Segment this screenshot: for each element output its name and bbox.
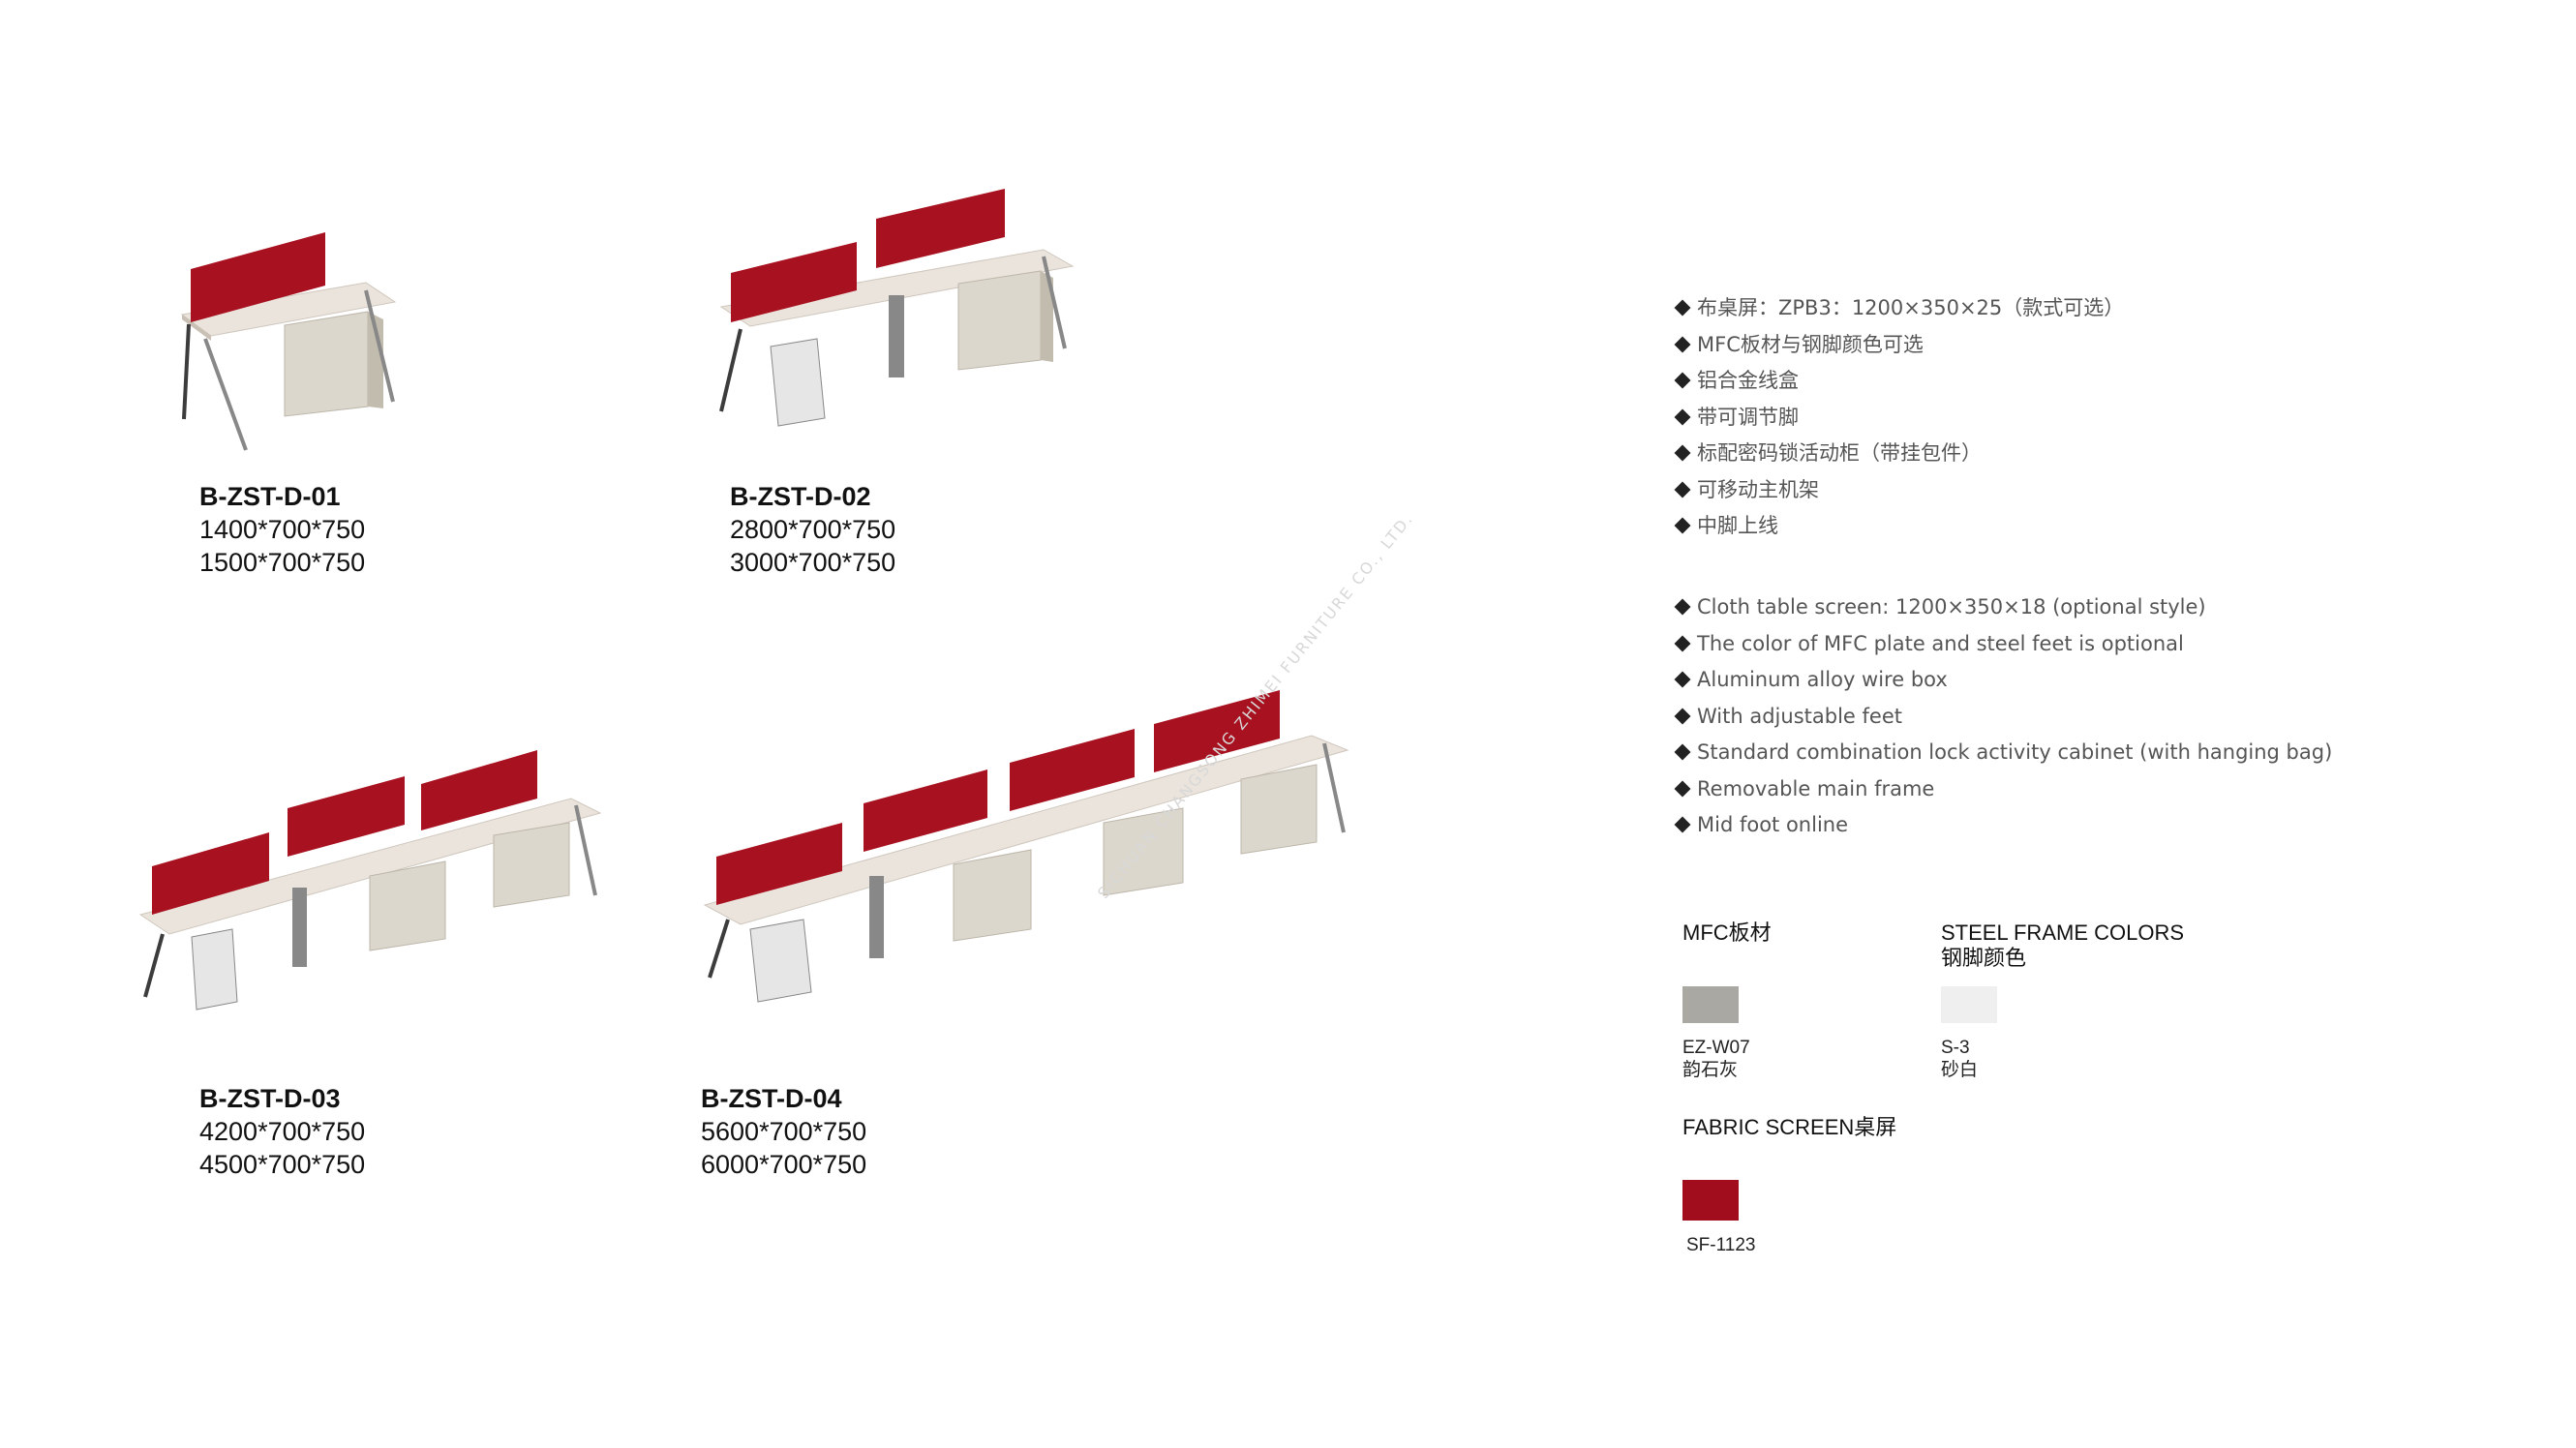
desk-image-4 xyxy=(703,690,1349,1003)
feature-item: Standard combination lock activity cabin… xyxy=(1672,735,2332,771)
swatch-code: S-3 xyxy=(1941,1038,1970,1058)
feature-item: The color of MFC plate and steel feet is… xyxy=(1672,626,2332,663)
color-chip xyxy=(1682,986,1739,1023)
color-chip xyxy=(1682,1180,1739,1221)
mfc-swatch: EZ-W07 韵石灰 xyxy=(1682,986,1750,1081)
feature-item: 中脚上线 xyxy=(1672,508,2124,545)
diamond-bullet-icon xyxy=(1674,336,1691,352)
diamond-bullet-icon xyxy=(1674,743,1691,761)
diamond-bullet-icon xyxy=(1674,671,1691,688)
swatch-name: 砂白 xyxy=(1941,1060,1979,1080)
diamond-bullet-icon xyxy=(1674,299,1691,317)
desk-image-3 xyxy=(138,750,602,1011)
desk-image-1 xyxy=(180,232,397,451)
steel-frame-heading: STEEL FRAME COLORS 钢脚颜色 xyxy=(1941,920,2185,970)
feature-item: Aluminum alloy wire box xyxy=(1672,662,2332,699)
product-size: 5600*700*750 xyxy=(701,1117,867,1146)
swatch-name: 韵石灰 xyxy=(1682,1060,1739,1080)
feature-item: 铝合金线盒 xyxy=(1672,363,2124,400)
diamond-bullet-icon xyxy=(1674,635,1691,651)
diamond-bullet-icon xyxy=(1674,708,1691,724)
feature-list-cn: 布桌屏：ZPB3：1200×350×25（款式可选） MFC板材与钢脚颜色可选 … xyxy=(1672,290,2124,545)
feature-item: 布桌屏：ZPB3：1200×350×25（款式可选） xyxy=(1672,290,2124,327)
diamond-bullet-icon xyxy=(1674,816,1691,833)
diamond-bullet-icon xyxy=(1674,517,1691,534)
feature-item: 可移动主机架 xyxy=(1672,472,2124,509)
diamond-bullet-icon xyxy=(1674,408,1691,425)
product-size: 4200*700*750 xyxy=(199,1117,366,1146)
feature-item: 标配密码锁活动柜（带挂包件） xyxy=(1672,436,2124,472)
diamond-bullet-icon xyxy=(1674,481,1691,498)
feature-item: Mid foot online xyxy=(1672,807,2332,844)
feature-item: With adjustable feet xyxy=(1672,699,2332,736)
feature-item: Removable main frame xyxy=(1672,771,2332,808)
mfc-heading: MFC板材 xyxy=(1682,920,1772,945)
diamond-bullet-icon xyxy=(1674,780,1691,797)
swatch-code: EZ-W07 xyxy=(1682,1038,1750,1058)
diamond-bullet-icon xyxy=(1674,444,1691,462)
product-code: B-ZST-D-04 xyxy=(701,1084,842,1113)
fabric-screen xyxy=(191,232,325,322)
product-size: 6000*700*750 xyxy=(701,1150,867,1179)
product-code: B-ZST-D-01 xyxy=(199,482,341,511)
desk-image-2 xyxy=(719,189,1075,427)
diamond-bullet-icon xyxy=(1674,372,1691,389)
product-size: 3000*700*750 xyxy=(730,548,896,577)
swatch-code: SF-1123 xyxy=(1686,1235,1756,1255)
diamond-bullet-icon xyxy=(1674,598,1691,616)
feature-item: 带可调节脚 xyxy=(1672,400,2124,437)
steel-swatch: S-3 砂白 xyxy=(1941,986,1997,1081)
feature-item: Cloth table screen: 1200×350×18 (optiona… xyxy=(1672,589,2332,626)
fabric-screen-heading: FABRIC SCREEN桌屏 xyxy=(1682,1115,1897,1139)
product-size: 2800*700*750 xyxy=(730,515,896,544)
product-size: 4500*700*750 xyxy=(199,1150,366,1179)
feature-item: MFC板材与钢脚颜色可选 xyxy=(1672,327,2124,364)
product-size: 1400*700*750 xyxy=(199,515,366,544)
product-size: 1500*700*750 xyxy=(199,548,366,577)
color-chip xyxy=(1941,986,1997,1023)
product-code: B-ZST-D-03 xyxy=(199,1084,341,1113)
product-code: B-ZST-D-02 xyxy=(730,482,871,511)
feature-list-en: Cloth table screen: 1200×350×18 (optiona… xyxy=(1672,589,2332,844)
fabric-swatch: SF-1123 xyxy=(1682,1180,1755,1256)
